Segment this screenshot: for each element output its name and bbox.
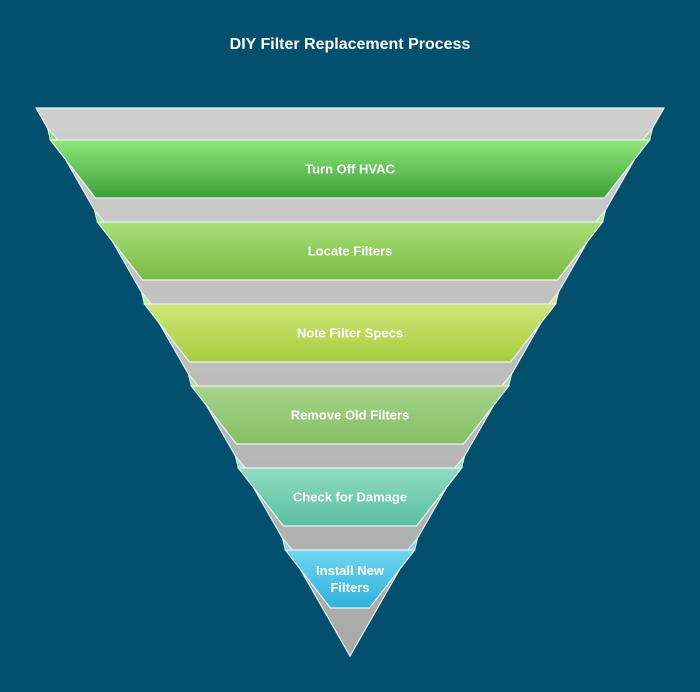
stage-band [237,467,463,527]
stage-band [284,549,416,609]
stage-band [49,139,651,199]
funnel-stage: Turn Off HVAC [46,127,654,199]
stage-label: Remove Old Filters [291,408,409,423]
stage-label: Turn Off HVAC [305,162,395,177]
funnel-stage: Locate Filters [93,209,607,281]
funnel-stage: Note Filter Specs [140,291,560,363]
stage-band [96,221,604,281]
stage-label: Note Filter Specs [297,326,403,341]
stage-label: Locate Filters [308,244,393,259]
diagram-title: DIY Filter Replacement Process [229,36,471,53]
stage-label: Filters [330,580,369,595]
stage-band [190,385,510,445]
stage-label: Install New [316,563,385,578]
stage-label: Check for Damage [293,490,407,505]
funnel-stage: Remove Old Filters [187,373,513,445]
stage-band [143,303,557,363]
funnel-stage: Check for Damage [234,455,466,527]
